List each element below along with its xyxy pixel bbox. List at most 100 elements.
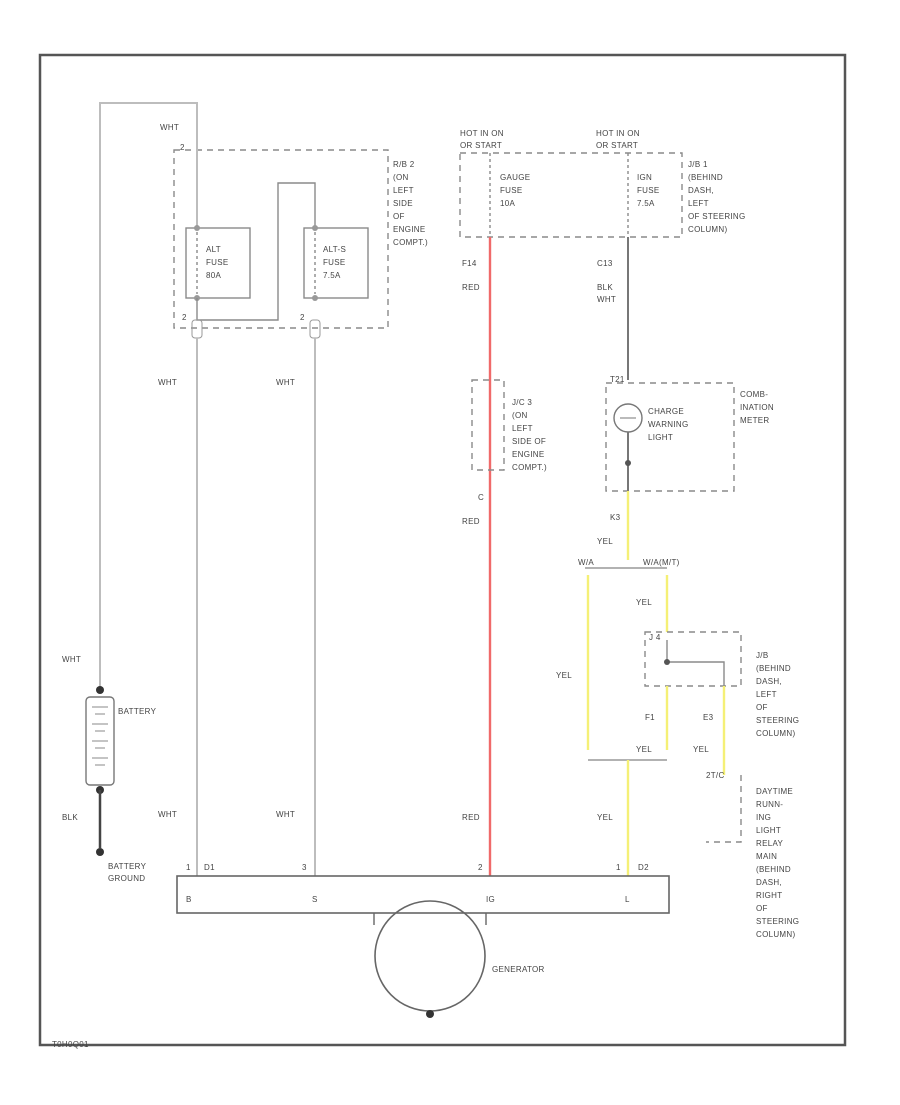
svg-text:LIGHT: LIGHT bbox=[756, 826, 781, 835]
svg-text:ALT: ALT bbox=[206, 245, 221, 254]
wire-label-wht-b-mid: WHT bbox=[158, 378, 177, 387]
svg-text:BLK: BLK bbox=[597, 283, 613, 292]
wire-label-yel-4: YEL bbox=[636, 745, 652, 754]
svg-text:OF STEERING: OF STEERING bbox=[688, 212, 746, 221]
drl-relay-box bbox=[706, 775, 742, 843]
svg-text:LIGHT: LIGHT bbox=[648, 433, 673, 442]
svg-text:COLUMN): COLUMN) bbox=[756, 729, 795, 738]
wire-label-wht-b-bot: WHT bbox=[158, 810, 177, 819]
connector-label-c13: C13 bbox=[597, 259, 613, 268]
svg-text:OF: OF bbox=[756, 904, 768, 913]
alts-fuse-box bbox=[303, 227, 369, 299]
wire-label-yel-5: YEL bbox=[693, 745, 709, 754]
svg-text:FUSE: FUSE bbox=[500, 186, 523, 195]
hot-right-label: HOT IN ON OR START bbox=[596, 129, 640, 150]
svg-text:LEFT: LEFT bbox=[393, 186, 414, 195]
combination-meter-box bbox=[605, 382, 735, 492]
wire-label-wht-top: WHT bbox=[160, 123, 179, 132]
wire-label-wht-battery: WHT bbox=[62, 655, 81, 664]
svg-text:STEERING: STEERING bbox=[756, 917, 799, 926]
svg-text:COMPT.): COMPT.) bbox=[393, 238, 428, 247]
combination-meter-label: COMB- INATION METER bbox=[740, 390, 774, 425]
generator-terminal-labels: B S IG L bbox=[186, 895, 630, 904]
svg-text:D2: D2 bbox=[638, 863, 649, 872]
connector-label-f1: F1 bbox=[645, 713, 655, 722]
relay-block-2-box bbox=[173, 149, 389, 329]
wire-label-wht-s-bot: WHT bbox=[276, 810, 295, 819]
svg-text:SIDE: SIDE bbox=[393, 199, 413, 208]
wire-label-red-top: RED bbox=[462, 283, 480, 292]
svg-text:L: L bbox=[625, 895, 630, 904]
meter-pin bbox=[625, 460, 631, 466]
svg-text:J/B 1: J/B 1 bbox=[688, 160, 708, 169]
svg-text:COLUMN): COLUMN) bbox=[756, 930, 795, 939]
svg-text:CHARGE: CHARGE bbox=[648, 407, 684, 416]
ign-fuse-label: IGN FUSE 7.5A bbox=[637, 173, 659, 208]
jb1-label: J/B 1 (BEHIND DASH, LEFT OF STEERING COL… bbox=[688, 160, 746, 234]
svg-text:(BEHIND: (BEHIND bbox=[756, 664, 791, 673]
svg-text:J/B: J/B bbox=[756, 651, 768, 660]
connector-label-j4: J 4 bbox=[649, 633, 661, 642]
connector-label-k3: K3 bbox=[610, 513, 621, 522]
diagram-frame bbox=[38, 53, 847, 1047]
svg-text:OR START: OR START bbox=[596, 141, 638, 150]
connector-s-pin bbox=[309, 319, 321, 339]
svg-text:GAUGE: GAUGE bbox=[500, 173, 530, 182]
svg-text:DASH,: DASH, bbox=[756, 677, 782, 686]
svg-text:(BEHIND: (BEHIND bbox=[688, 173, 723, 182]
svg-text:OF: OF bbox=[756, 703, 768, 712]
svg-text:COMB-: COMB- bbox=[740, 390, 768, 399]
svg-text:1: 1 bbox=[616, 863, 621, 872]
alt-fuse-box bbox=[185, 227, 251, 299]
svg-text:7.5A: 7.5A bbox=[637, 199, 655, 208]
generator-connector-block bbox=[176, 875, 670, 914]
relay-block-2-label: R/B 2 (ON LEFT SIDE OF ENGINE COMPT.) bbox=[393, 160, 428, 247]
connector-label-alt-bottom: 2 bbox=[182, 313, 187, 322]
alt-fuse-label: ALT FUSE 80A bbox=[206, 245, 229, 280]
jb-lower-label: J/B (BEHIND DASH, LEFT OF STEERING COLUM… bbox=[756, 651, 799, 738]
wire-label-yel-3: YEL bbox=[636, 598, 652, 607]
battery-label: BATTERY bbox=[118, 707, 157, 716]
svg-text:S: S bbox=[312, 895, 318, 904]
svg-text:DASH,: DASH, bbox=[756, 878, 782, 887]
jb1-box bbox=[459, 152, 683, 238]
generator-label: GENERATOR bbox=[492, 965, 545, 974]
svg-text:2: 2 bbox=[478, 863, 483, 872]
svg-text:WHT: WHT bbox=[597, 295, 616, 304]
svg-text:WARNING: WARNING bbox=[648, 420, 688, 429]
svg-text:OR START: OR START bbox=[460, 141, 502, 150]
svg-text:FUSE: FUSE bbox=[206, 258, 229, 267]
jc3-label: J/C 3 (ON LEFT SIDE OF ENGINE COMPT.) bbox=[512, 398, 547, 472]
jb-internal-wire bbox=[666, 640, 725, 686]
diagram-id: T0H0Q01 bbox=[52, 1040, 89, 1049]
svg-text:RIGHT: RIGHT bbox=[756, 891, 782, 900]
svg-text:DASH,: DASH, bbox=[688, 186, 714, 195]
alts-fuse-pin-top bbox=[312, 225, 318, 231]
svg-text:LEFT: LEFT bbox=[512, 424, 533, 433]
connector-label-c: C bbox=[478, 493, 484, 502]
svg-text:RELAY: RELAY bbox=[756, 839, 784, 848]
wire-wht-battery-top bbox=[99, 102, 198, 688]
hot-left-label: HOT IN ON OR START bbox=[460, 129, 504, 150]
connector-label-t21: T21 bbox=[610, 375, 625, 384]
wire-label-wa-mt: W/A(M/T) bbox=[643, 558, 680, 567]
svg-text:BATTERY: BATTERY bbox=[108, 862, 147, 871]
connector-label-t7c: 2T/C bbox=[706, 771, 725, 780]
wire-alt-to-alts bbox=[196, 182, 316, 321]
wire-label-wht-s-mid: WHT bbox=[276, 378, 295, 387]
svg-text:1: 1 bbox=[186, 863, 191, 872]
svg-text:STEERING: STEERING bbox=[756, 716, 799, 725]
svg-text:HOT IN ON: HOT IN ON bbox=[460, 129, 504, 138]
svg-text:INATION: INATION bbox=[740, 403, 774, 412]
svg-text:3: 3 bbox=[302, 863, 307, 872]
alt-fuse-pin-top bbox=[194, 225, 200, 231]
battery-cells bbox=[92, 706, 108, 766]
charge-warning-light-label: CHARGE WARNING LIGHT bbox=[648, 407, 688, 442]
svg-text:LEFT: LEFT bbox=[688, 199, 709, 208]
svg-text:OF: OF bbox=[393, 212, 405, 221]
svg-text:ING: ING bbox=[756, 813, 771, 822]
battery-symbol bbox=[85, 696, 115, 786]
svg-text:80A: 80A bbox=[206, 271, 221, 280]
generator-mount bbox=[373, 913, 487, 925]
